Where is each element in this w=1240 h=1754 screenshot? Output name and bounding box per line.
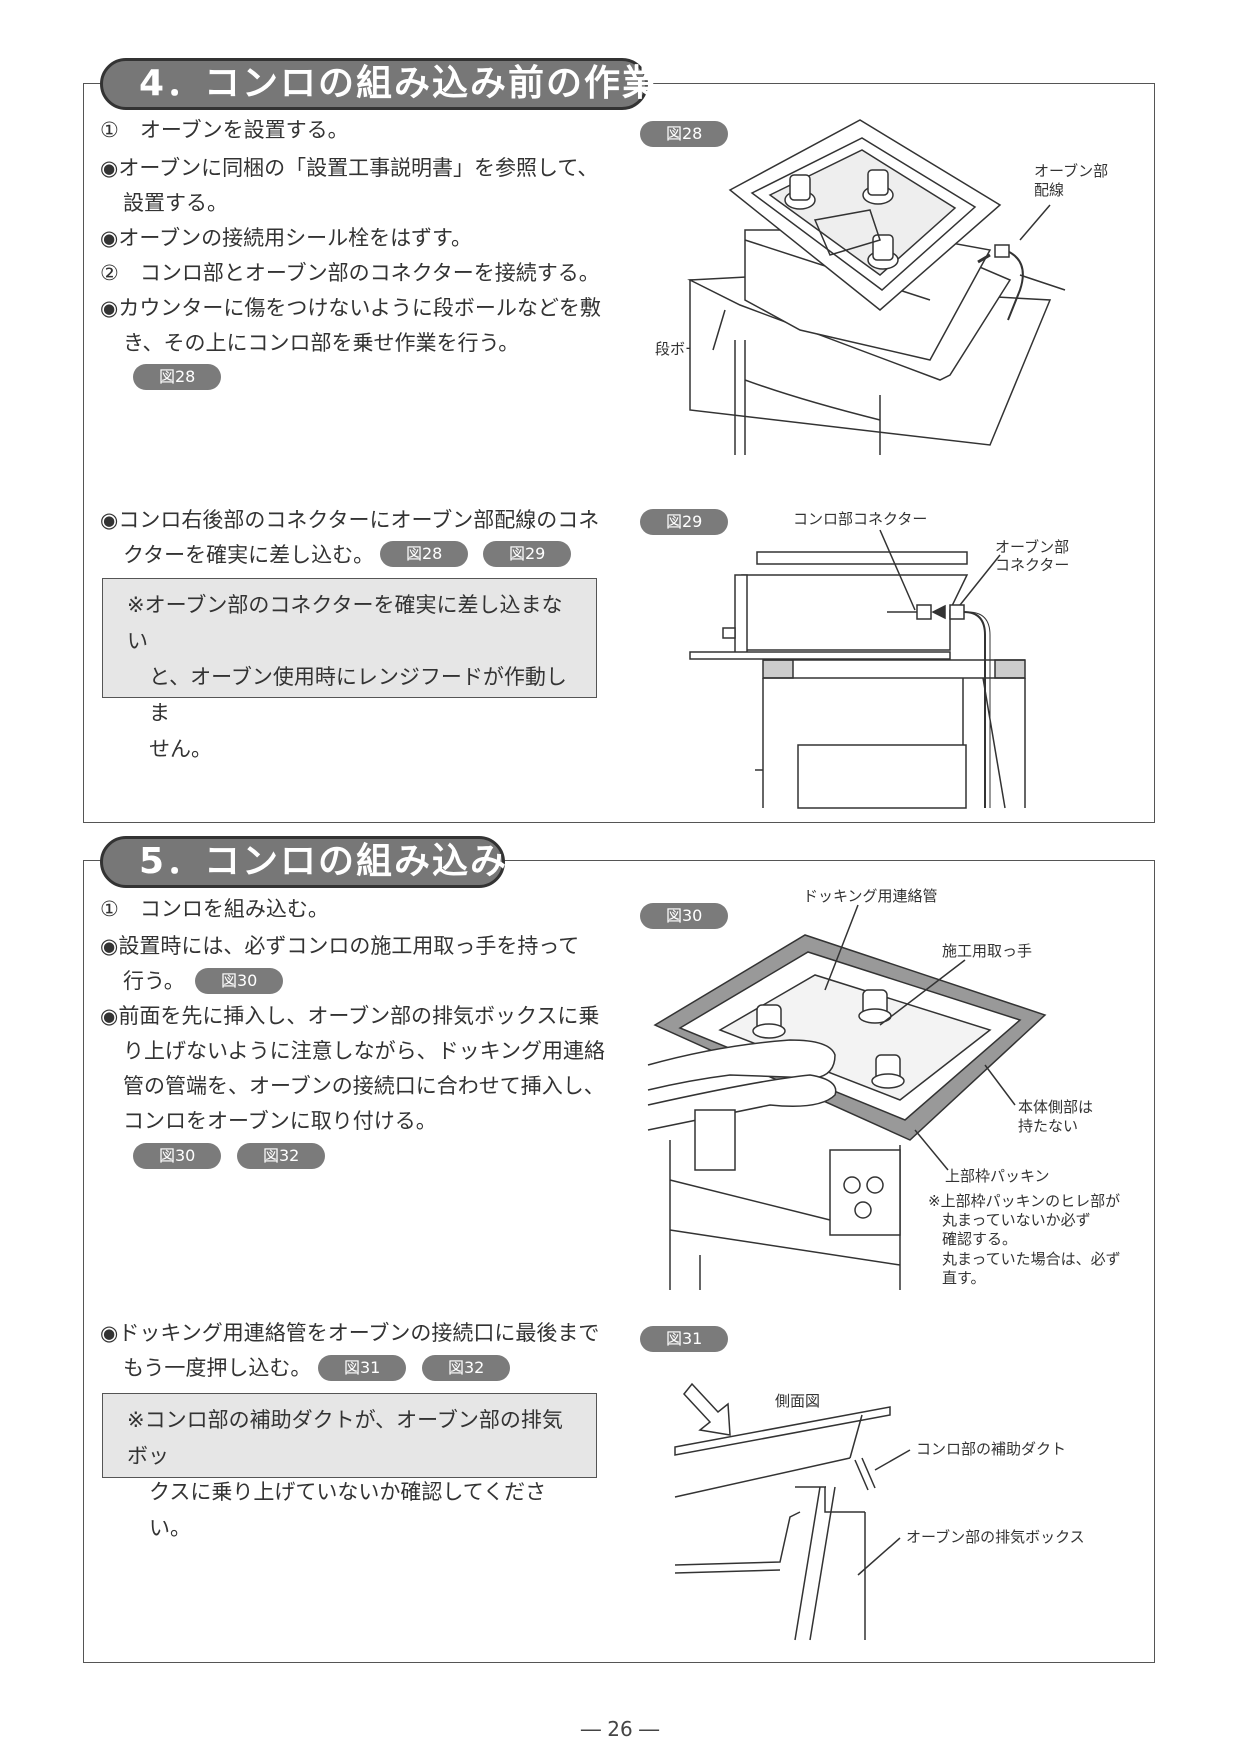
s4-step2: ② コンロ部とオーブン部のコネクターを接続する。 (100, 261, 600, 285)
fig29-label-stove: 〈コンロ部〉 (783, 607, 874, 625)
fig28-label-cardboard: 段ボール (655, 340, 716, 358)
s4-figure-ref[interactable]: 図28 (380, 541, 469, 567)
fig29-label-oven: 〈オーブン部〉 (826, 777, 931, 795)
s5-bullet1b: 行う。 (123, 969, 185, 993)
s4-figure-ref[interactable]: 図28 (133, 364, 222, 390)
fig29-label-stove-connector: コンロ部コネクター (793, 510, 928, 528)
fig29-label-oven-connector: コネクター (995, 556, 1070, 574)
s5-warning-note: ※コンロ部の補助ダクトが、オーブン部の排気ボッ クスに乗り上げていないか確認して… (102, 1393, 597, 1540)
fig31-badge: 図31 (640, 1326, 729, 1352)
s4-figure-ref[interactable]: 図29 (483, 541, 572, 567)
s4-bullet4a: ◉コンロ右後部のコネクターにオーブン部配線のコネ (100, 508, 600, 532)
s5-bullet3a: ◉ドッキング用連絡管をオーブンの接続口に最後まで (100, 1321, 600, 1345)
s4-bullet4b: クターを確実に差し込む。 (123, 543, 375, 567)
fig31-label-exhaust: オーブン部の排気ボックス (906, 1528, 1085, 1546)
s5-figure-ref[interactable]: 図31 (318, 1355, 407, 1381)
s4-step1: ① オーブンを設置する。 (100, 118, 349, 142)
s5-bullet2a: ◉前面を先に挿入し、オーブン部の排気ボックスに乗 (100, 1004, 600, 1028)
page-number: ― 26 ― (580, 1717, 660, 1741)
fig31-label-duct: コンロ部の補助ダクト (916, 1440, 1067, 1458)
s4-note-line: ※オーブン部のコネクターを確実に差し込まない (127, 593, 563, 653)
s5-figure-ref[interactable]: 図32 (422, 1355, 511, 1381)
fig30-gasket-note: ※上部枠パッキンのヒレ部が (928, 1192, 1121, 1210)
fig29-label-oven-connector: オーブン部 (995, 538, 1070, 556)
fig28-badge: 図28 (640, 121, 729, 147)
fig30-label-pipe: ドッキング用連絡管 (803, 887, 938, 905)
s5-figure-ref[interactable]: 図30 (133, 1143, 222, 1169)
s4-bullet3a: ◉カウンターに傷をつけないように段ボールなどを敷 (100, 296, 601, 320)
fig30-gasket-note: 直す。 (942, 1269, 986, 1287)
s5-note-line: ※コンロ部の補助ダクトが、オーブン部の排気ボッ (127, 1408, 563, 1468)
fig30-gasket-note: 丸まっていた場合は、必ず (942, 1250, 1121, 1268)
s5-note-line: クスに乗り上げていないか確認してください。 (149, 1480, 547, 1540)
s4-warning-note: ※オーブン部のコネクターを確実に差し込まない と、オーブン使用時にレンジフードが… (102, 578, 597, 761)
s5-bullet3b: もう一度押し込む。 (123, 1356, 312, 1380)
section4-title: 4．コンロの組み込み前の作業 (100, 58, 658, 110)
fig28-label-wire: 配線 (1034, 181, 1065, 199)
s5-bullet2b: り上げないように注意しながら、ドッキング用連絡 (123, 1039, 605, 1063)
fig30-gasket-note: 丸まっていないか必ず (942, 1211, 1091, 1229)
s5-step1: ① コンロを組み込む。 (100, 897, 329, 921)
section5-title: 5．コンロの組み込み (100, 836, 506, 888)
s4-bullet3b: き、その上にコンロ部を乗せ作業を行う。 (123, 331, 520, 355)
s4-bullet1b: 設置する。 (123, 191, 228, 215)
fig30-label-side: 本体側部は (1018, 1098, 1094, 1116)
s4-bullet2: ◉オーブンの接続用シール栓をはずす。 (100, 226, 472, 250)
fig30-gasket-note: 確認する。 (942, 1230, 1018, 1248)
fig29-badge: 図29 (640, 509, 729, 535)
fig30-label-gasket: 上部枠パッキン (945, 1167, 1050, 1185)
fig30-label-handle: 施工用取っ手 (942, 942, 1033, 960)
s5-bullet2d: コンロをオーブンに取り付ける。 (123, 1109, 437, 1133)
fig28-label-wire: オーブン部 (1034, 162, 1109, 180)
s4-note-line: せん。 (149, 737, 212, 761)
fig30-badge: 図30 (640, 903, 729, 929)
s4-bullet1a: ◉オーブンに同梱の「設置工事説明書」を参照して、 (100, 156, 599, 180)
s5-bullet1a: ◉設置時には、必ずコンロの施工用取っ手を持って (100, 934, 580, 958)
s5-bullet2c: 管の管端を、オーブンの接続口に合わせて挿入し、 (123, 1074, 605, 1098)
s5-figure-ref[interactable]: 図32 (237, 1143, 326, 1169)
section5-frame (83, 860, 1155, 1663)
s5-figure-ref[interactable]: 図30 (195, 968, 284, 994)
fig31-label-side-view: 側面図 (775, 1392, 821, 1410)
s4-note-line: と、オーブン使用時にレンジフードが作動しま (149, 665, 567, 725)
fig30-label-side: 持たない (1018, 1117, 1079, 1135)
